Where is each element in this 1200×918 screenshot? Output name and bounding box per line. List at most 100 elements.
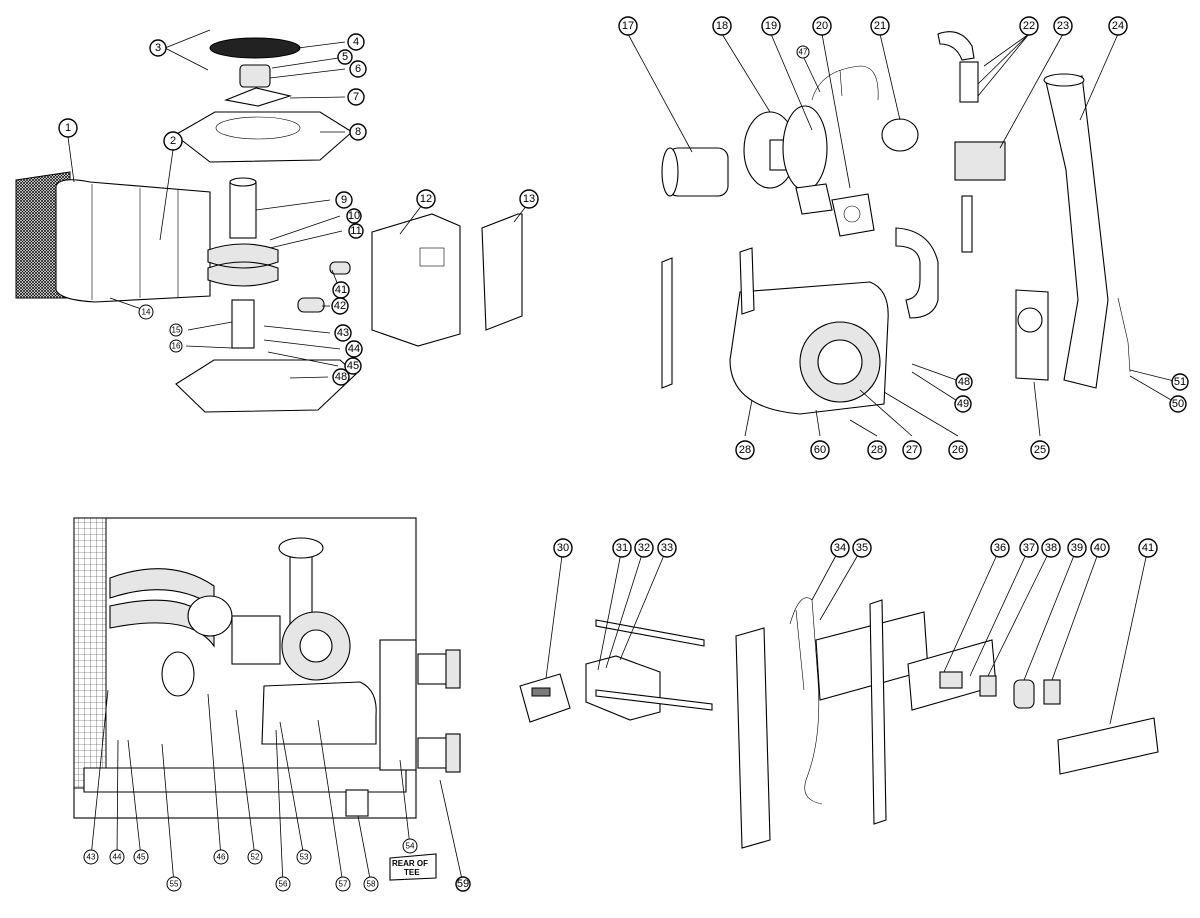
callout-circle <box>1138 538 1158 558</box>
mounting-post <box>869 599 887 825</box>
callout-number: 32 <box>638 542 650 554</box>
vent-pipe-top <box>278 537 324 559</box>
callout-circle <box>761 16 781 36</box>
callout-number: 14 <box>142 308 151 317</box>
side-panel-seams <box>91 184 179 300</box>
callout-circle <box>163 131 183 151</box>
gasket-20-hole <box>843 205 861 223</box>
callout-number: 5 <box>342 51 348 63</box>
callout-circle <box>955 373 973 391</box>
control-panel <box>519 673 571 723</box>
callout-47: 47 <box>796 45 810 59</box>
callout-circle <box>1019 538 1039 558</box>
base-foot <box>345 789 369 817</box>
callout-circle <box>954 395 972 413</box>
callout-circle <box>948 440 968 460</box>
callout-number: 34 <box>834 542 846 554</box>
callout-circle <box>349 123 367 141</box>
callout-number: 17 <box>622 20 634 32</box>
callout-24: 24 <box>1108 16 1128 36</box>
callout-circle <box>553 538 573 558</box>
callout-12: 12 <box>416 189 436 209</box>
callout-13: 13 <box>519 189 539 209</box>
callout-45: 45 <box>344 357 362 375</box>
callout-19: 19 <box>761 16 781 36</box>
callout-number: 28 <box>871 444 883 456</box>
callout-18: 18 <box>712 16 732 36</box>
fitting-45 <box>297 297 325 313</box>
callout-27: 27 <box>902 440 922 460</box>
wire-47 <box>811 65 879 101</box>
gas-valve <box>954 141 1006 181</box>
interior-blower <box>187 595 233 637</box>
callout-circle <box>1090 538 1110 558</box>
callout-42: 42 <box>331 297 349 315</box>
callout-number: 33 <box>661 542 673 554</box>
callout-number: 38 <box>1045 542 1057 554</box>
callout-39: 39 <box>1067 538 1087 558</box>
callout-number: 8 <box>355 126 361 138</box>
callout-22: 22 <box>1019 16 1039 36</box>
callout-circle <box>349 60 367 78</box>
burner-center <box>817 339 863 385</box>
callout-circle <box>331 297 349 315</box>
callout-number: 58 <box>367 880 376 889</box>
callout-circle <box>519 189 539 209</box>
callout-circle <box>344 357 362 375</box>
callout-43: 43 <box>83 849 99 865</box>
callout-number: 45 <box>347 360 359 372</box>
side-panel-wrap <box>55 179 211 303</box>
callout-circle <box>735 440 755 460</box>
callout-number: 39 <box>1071 542 1083 554</box>
callout-circle <box>169 339 183 353</box>
top-cover-opening <box>215 116 301 140</box>
callout-31: 31 <box>612 538 632 558</box>
callout-circle <box>1019 16 1039 36</box>
gas-inlet <box>937 31 975 61</box>
mounting-bracket <box>661 257 673 389</box>
vent-elbow <box>895 227 939 319</box>
callout-number: 2 <box>170 135 176 147</box>
callout-number: 41 <box>335 284 347 296</box>
callout-28: 28 <box>867 440 887 460</box>
flue-gasket <box>1015 289 1049 381</box>
callout-circle <box>346 208 362 224</box>
callout-40: 40 <box>1090 538 1110 558</box>
callout-number: 31 <box>616 542 628 554</box>
callout-number: 3 <box>155 42 161 54</box>
side-grid <box>73 517 107 789</box>
relay-40 <box>1043 679 1061 705</box>
callout-55: 55 <box>166 876 182 892</box>
callout-circle <box>334 324 352 342</box>
gas-fitting <box>959 61 979 103</box>
callout-circle <box>169 323 183 337</box>
callout-circle <box>337 49 353 65</box>
callout-circle <box>852 538 872 558</box>
rear-tee <box>261 681 377 745</box>
callout-6: 6 <box>349 60 367 78</box>
callout-number: 55 <box>170 880 179 889</box>
callout-46: 46 <box>213 849 229 865</box>
receiver-tank <box>161 651 195 697</box>
callout-2: 2 <box>163 131 183 151</box>
callout-44: 44 <box>109 849 125 865</box>
flue-top <box>1043 73 1085 87</box>
callout-20: 20 <box>812 16 832 36</box>
callout-41: 41 <box>1138 538 1158 558</box>
callout-circle <box>348 223 364 239</box>
callout-circle <box>1108 16 1128 36</box>
callout-number: 48 <box>958 376 970 388</box>
cover-plate <box>1057 717 1159 775</box>
callout-circle <box>870 16 890 36</box>
callout-circle <box>810 440 830 460</box>
callout-number: 13 <box>523 193 535 205</box>
callout-circle <box>275 876 291 892</box>
callout-number: 20 <box>816 20 828 32</box>
callout-circle <box>796 45 810 59</box>
callout-21: 21 <box>870 16 890 36</box>
gasket-19 <box>795 183 833 215</box>
vertical-post <box>735 627 771 849</box>
callout-41: 41 <box>332 281 350 299</box>
callout-circle <box>1171 373 1189 391</box>
